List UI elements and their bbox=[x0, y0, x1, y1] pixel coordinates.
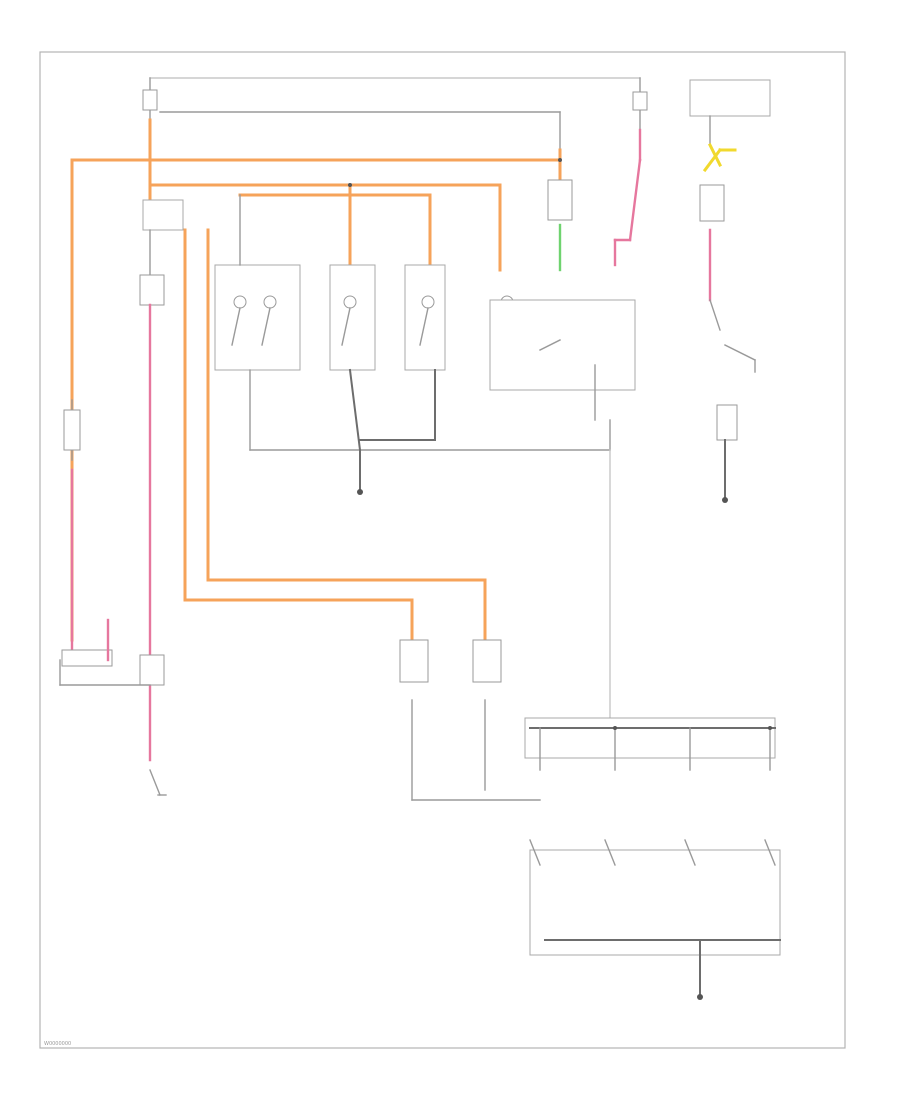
center-switch-block bbox=[489, 128, 642, 451]
upper-lamp-group bbox=[214, 194, 514, 371]
right-side-circuit bbox=[699, 142, 756, 503]
lower-lamp-pair bbox=[399, 639, 541, 801]
fuse-block-center bbox=[632, 77, 648, 131]
diagram-frame bbox=[39, 51, 846, 1049]
upper-lamp-ground bbox=[249, 368, 611, 495]
fuse-block-right bbox=[689, 79, 771, 146]
fuse-block-left bbox=[142, 77, 641, 151]
lower-switch-bank bbox=[524, 449, 781, 1000]
footer-code: W0000000 bbox=[44, 1041, 71, 1047]
left-relay-column bbox=[59, 199, 184, 796]
orange-power-bus bbox=[70, 118, 562, 642]
